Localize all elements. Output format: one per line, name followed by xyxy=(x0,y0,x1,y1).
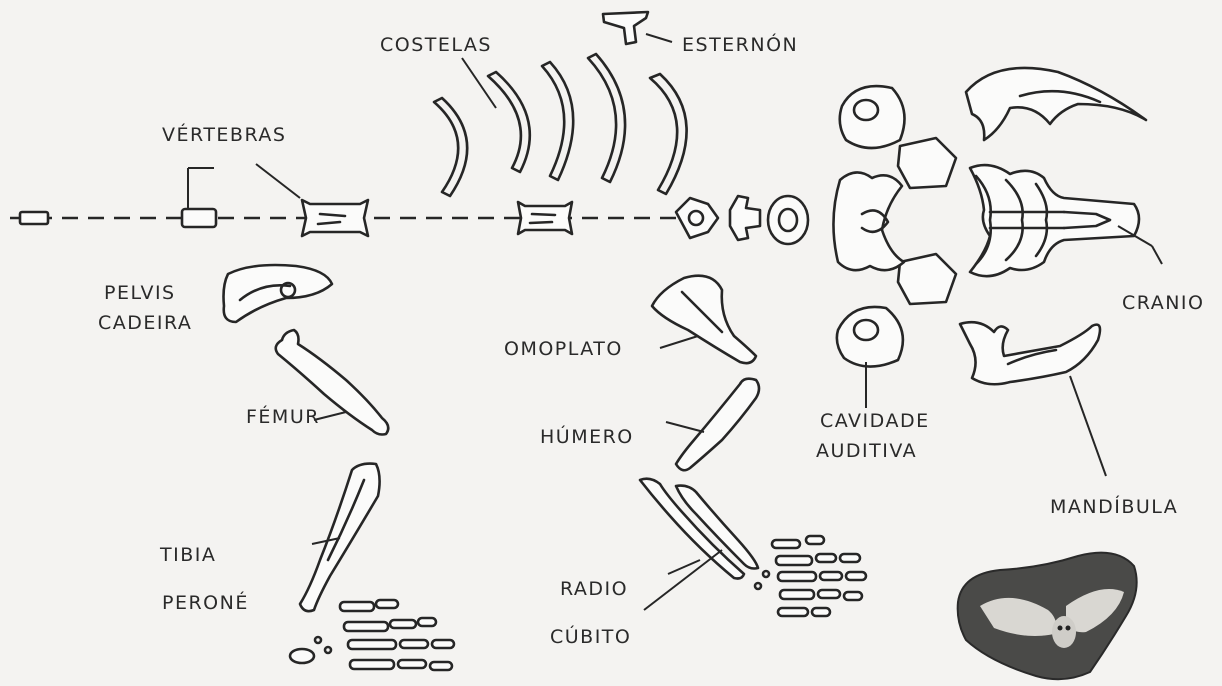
label-omoplato: OMOPLATO xyxy=(504,340,623,359)
label-tibia: TIBIA xyxy=(160,546,216,565)
mandible xyxy=(960,322,1106,476)
scapula xyxy=(652,276,756,363)
vertebrae xyxy=(20,196,808,244)
wing-digits xyxy=(755,536,866,616)
label-auditiva: AUDITIVA xyxy=(816,442,917,461)
owl-pellet-photo xyxy=(958,553,1137,680)
pelvis xyxy=(224,265,333,322)
label-esternon: ESTERNÓN xyxy=(682,36,798,55)
label-cadeira: CADEIRA xyxy=(98,314,192,333)
humerus xyxy=(666,379,759,471)
label-cranio: CRANIO xyxy=(1122,294,1204,313)
label-mandibula: MANDÍBULA xyxy=(1050,498,1178,517)
tibia xyxy=(300,464,380,612)
skull xyxy=(833,68,1162,367)
label-perone: PERONÉ xyxy=(162,594,249,613)
label-vertebras: VÉRTEBRAS xyxy=(162,126,286,145)
radius-ulna xyxy=(640,479,758,610)
sternum xyxy=(603,12,672,44)
label-cubito: CÚBITO xyxy=(550,628,631,647)
label-pelvis: PELVIS xyxy=(104,284,176,303)
label-humero: HÚMERO xyxy=(540,428,634,447)
label-cavidade: CAVIDADE xyxy=(820,412,930,431)
vertebrae-leaders xyxy=(188,164,300,208)
label-femur: FÉMUR xyxy=(246,408,320,427)
label-costelas: COSTELAS xyxy=(380,36,492,55)
ribs xyxy=(434,54,687,196)
label-radio: RADIO xyxy=(560,580,628,599)
